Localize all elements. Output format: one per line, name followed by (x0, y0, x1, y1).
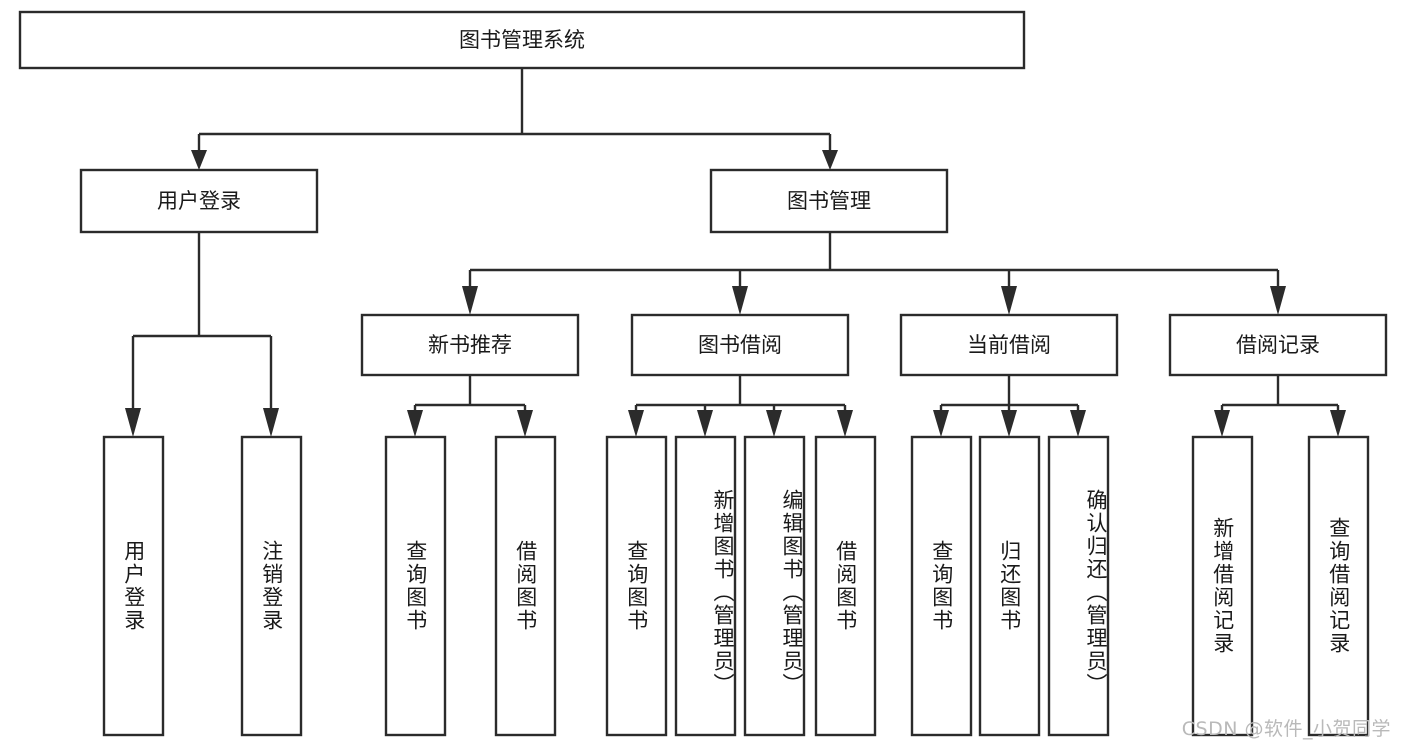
arrow-head-leaf-nb-1 (407, 410, 423, 437)
arrow-head-leaf-cb-3 (1070, 410, 1086, 437)
leaf-box-borrow-record-2[interactable] (1307, 435, 1370, 737)
leaf-box-new-book-2[interactable] (494, 435, 557, 737)
arrow-head-user-login (191, 150, 207, 170)
arrow-head-new-book (462, 286, 478, 315)
connector-group-book-borrow (628, 375, 853, 437)
node-current-borrowing[interactable] (899, 313, 1119, 377)
leaf-box-user-login-1[interactable] (102, 435, 165, 737)
node-root-book-management-system[interactable] (18, 10, 1026, 70)
arrow-head-book-borrow (732, 286, 748, 315)
arrow-head-leaf-nb-2 (517, 410, 533, 437)
connector-group-current-borrow (933, 375, 1086, 437)
connector-group-book-manage (462, 232, 1286, 315)
connector-group-user-login (125, 232, 279, 437)
node-book-borrowing[interactable] (630, 313, 850, 377)
label-book-management: 图书管理 (787, 189, 871, 213)
leaf-box-book-borrow-4[interactable] (814, 435, 877, 737)
csdn-watermark: CSDN @软件_小贺同学 (1181, 718, 1391, 740)
leaf-box-book-borrow-2[interactable] (674, 435, 737, 737)
label-borrowing-record: 借阅记录 (1236, 333, 1320, 357)
arrow-head-borrow-record (1270, 286, 1286, 315)
leaf-box-current-borrow-1[interactable] (910, 435, 973, 737)
connector-group-new-book (407, 375, 533, 437)
arrow-head-leaf-ul-1 (125, 408, 141, 437)
arrow-head-leaf-cb-1 (933, 410, 949, 437)
leaf-box-current-borrow-3[interactable] (1047, 435, 1110, 737)
label-new-book-recommendation: 新书推荐 (428, 333, 512, 357)
arrow-head-leaf-ul-2 (263, 408, 279, 437)
connector-group-root (191, 68, 838, 170)
arrow-head-leaf-bb-1 (628, 410, 644, 437)
label-root-book-management-system: 图书管理系统 (459, 28, 585, 52)
node-book-management[interactable] (709, 168, 949, 234)
arrow-head-leaf-cb-2 (1001, 410, 1017, 437)
node-user-login[interactable] (79, 168, 319, 234)
label-book-borrowing: 图书借阅 (698, 333, 782, 357)
leaf-box-borrow-record-1[interactable] (1191, 435, 1254, 737)
label-user-login: 用户登录 (157, 189, 241, 213)
arrow-head-leaf-br-2 (1330, 410, 1346, 437)
arrow-head-leaf-bb-4 (837, 410, 853, 437)
label-current-borrowing: 当前借阅 (967, 333, 1051, 357)
node-new-book-recommendation[interactable] (360, 313, 580, 377)
arrow-head-leaf-bb-3 (766, 410, 782, 437)
arrow-head-current-borrow (1001, 286, 1017, 315)
leaf-box-user-login-2[interactable] (240, 435, 303, 737)
leaf-box-book-borrow-1[interactable] (605, 435, 668, 737)
leaf-box-new-book-1[interactable] (384, 435, 447, 737)
connector-group-borrow-record (1214, 375, 1346, 437)
arrow-head-book-manage (822, 150, 838, 170)
arrow-head-leaf-br-1 (1214, 410, 1230, 437)
leaf-box-book-borrow-3[interactable] (743, 435, 806, 737)
arrow-head-leaf-bb-2 (697, 410, 713, 437)
leaf-box-current-borrow-2[interactable] (978, 435, 1041, 737)
node-borrowing-record[interactable] (1168, 313, 1388, 377)
